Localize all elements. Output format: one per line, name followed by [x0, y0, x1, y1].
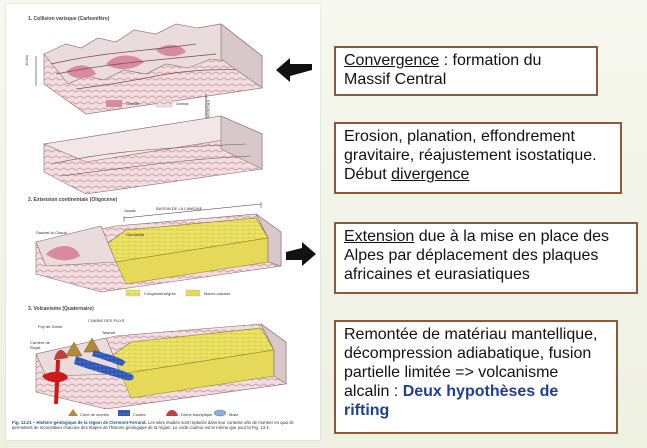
box-extension-emph: Extension: [344, 228, 415, 245]
royat-label: Carrière de Royat: [30, 340, 51, 350]
figure-caption: Fig. 13.21 – Histoire géologique de la r…: [12, 420, 312, 430]
erosion-label: EROSION: [206, 100, 211, 119]
chaud-label: Saulzet-le-Chaud: [36, 230, 67, 235]
geology-diagram-svg: [35, 23, 316, 417]
section-title-collision: 1. Collision varisque (Carbonifère): [28, 16, 110, 22]
box-erosion: Erosion, planation, effondrement gravita…: [334, 122, 622, 194]
jussat-label: Jussat: [124, 208, 136, 213]
basin-label: BASSIN DE LA LIMAGNE: [156, 206, 203, 211]
section-title-volcanism: 3. Volcanisme (Quaternaire): [28, 306, 94, 312]
block-planation: [42, 115, 264, 195]
box-convergence-emph: Convergence: [344, 52, 440, 69]
gandaillat-label: Gandaillat: [126, 232, 145, 237]
legend-gneiss: Gneiss: [176, 101, 189, 106]
section-title-extension: 2. Extension continentale (Oligocène): [28, 197, 118, 203]
caption-title: Fig. 13.21 – Histoire géologique de la r…: [12, 420, 147, 425]
legend-maar: Maar: [229, 412, 239, 417]
box-volcanism-pre: Remontée de matériau mantellique, décomp…: [344, 326, 598, 400]
box-extension: Extension due à la mise en place des Alp…: [334, 222, 638, 294]
box-volcanism: Remontée de matériau mantellique, décomp…: [334, 320, 618, 434]
legend-coulee: Coulée: [133, 412, 146, 417]
puy-label: Puy de Dôme: [38, 324, 63, 329]
legend-conglomerat: Conglomérat/grès: [144, 291, 176, 296]
scale-label: 10 km: [24, 55, 29, 66]
caption-text: Les sites étudiés sont replacés dans leu…: [12, 420, 294, 430]
legend-dome: Dôme trachytique: [181, 412, 213, 417]
box-erosion-pre: Erosion, planation, effondrement gravita…: [344, 128, 597, 183]
tasmat-label: Tasmat: [102, 330, 115, 335]
block-volcanism: [35, 323, 287, 417]
box-extension-post: due à la mise en place des Alpes par dép…: [344, 228, 610, 283]
box-volcanism-emph: Deux hypothèses de rifting: [344, 383, 559, 419]
box-convergence: Convergence : formation du Massif Centra…: [334, 46, 598, 96]
block-extension: [35, 202, 316, 297]
legend-marno: Marno-calcaire: [204, 291, 231, 296]
chaine-label: CHAÎNE DES PUYS: [88, 318, 125, 323]
box-convergence-post: : formation du Massif Central: [344, 52, 542, 88]
legend-cone: Cône de scories: [80, 412, 109, 417]
block-collision: [35, 23, 312, 126]
legend-granite: Granite: [126, 101, 140, 106]
box-erosion-emph: divergence: [391, 166, 470, 183]
geology-figure: 1. Collision varisque (Carbonifère) 10 k…: [6, 4, 320, 440]
